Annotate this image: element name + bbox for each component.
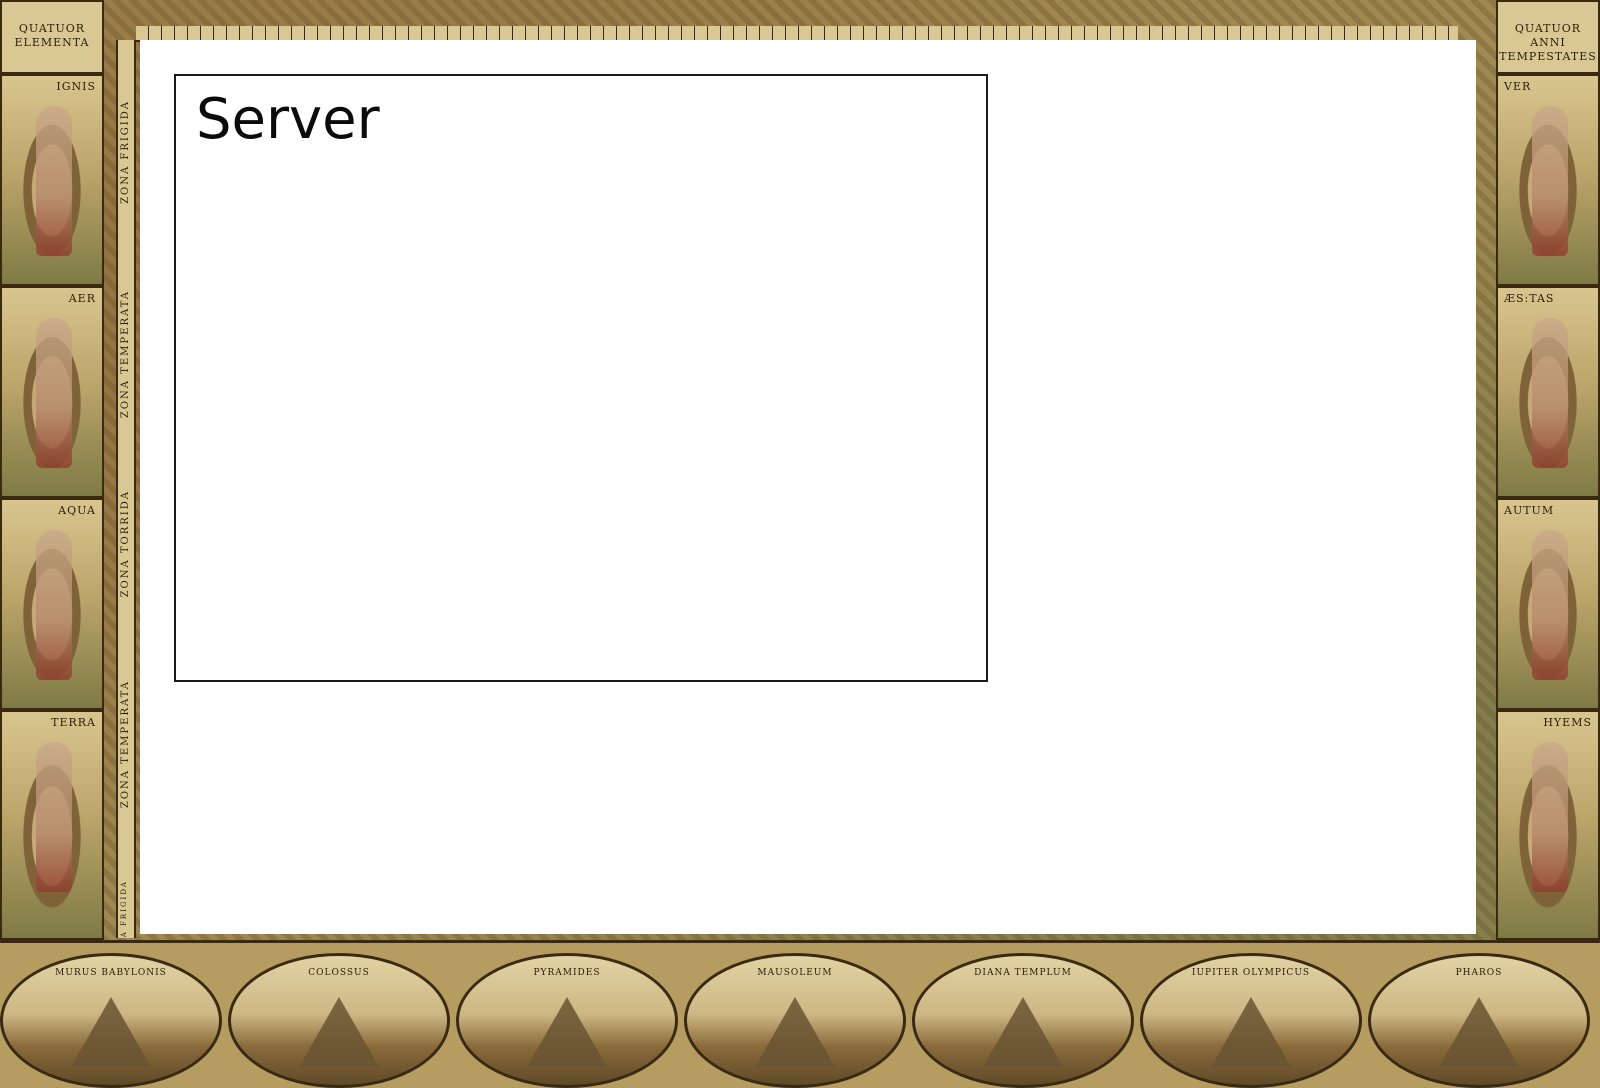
- medallion-pyramids: PYRAMIDES: [456, 953, 678, 1088]
- panel-aqua-label: AQUA: [58, 504, 96, 517]
- drawing-canvas[interactable]: Server: [140, 40, 1476, 934]
- babylon-shape: [71, 997, 151, 1067]
- panel-ignis: IGNIS: [0, 74, 104, 286]
- colossus-shape: [299, 997, 379, 1067]
- server-box[interactable]: Server: [174, 74, 988, 682]
- medallion-mausoleum-label: MAUSOLEUM: [757, 968, 833, 978]
- elements-caption: QUATUOR ELEMENTA: [0, 0, 104, 74]
- lighthouse-shape: [1439, 997, 1519, 1067]
- medallion-jupiter: IUPITER OLYMPICUS: [1140, 953, 1362, 1088]
- medallion-colossus-label: COLOSSUS: [308, 968, 370, 978]
- medallion-babylon-label: MURUS BABYLONIS: [55, 968, 167, 978]
- panel-ignis-label: IGNIS: [56, 80, 96, 93]
- medallion-pharos: PHAROS: [1368, 953, 1590, 1088]
- zone-label-temperata-top: ZONA TEMPERATA: [120, 290, 131, 419]
- zone-label-frigida-top: ZONA FRIGIDA: [120, 100, 131, 204]
- panel-hyems: HYEMS: [1496, 710, 1600, 940]
- medallion-babylon: MURUS BABYLONIS: [0, 953, 222, 1088]
- medallion-colossus: COLOSSUS: [228, 953, 450, 1088]
- medallion-pyramids-label: PYRAMIDES: [533, 968, 601, 978]
- server-box-title: Server: [196, 87, 380, 152]
- zone-label-temperata-bottom: ZONA TEMPERATA: [120, 680, 131, 809]
- panel-aer-label: AER: [68, 292, 96, 305]
- panel-terra: TERRA: [0, 710, 104, 940]
- hyems-figure: [1532, 742, 1568, 892]
- panel-aestas: ÆS:TAS: [1496, 286, 1600, 498]
- left-element-panels: QUATUOR ELEMENTA IGNIS AER AQUA TERRA: [0, 0, 104, 950]
- aqua-figure: [36, 530, 72, 680]
- terra-figure: [36, 742, 72, 892]
- panel-ver-label: VER: [1504, 80, 1532, 93]
- seasons-caption-text: QUATUOR ANNI TEMPESTATES: [1499, 22, 1597, 63]
- right-season-panels: QUATUOR ANNI TEMPESTATES VER ÆS:TAS AUTU…: [1496, 0, 1600, 950]
- panel-ver: VER: [1496, 74, 1600, 286]
- panel-terra-label: TERRA: [51, 716, 96, 729]
- elements-caption-text: QUATUOR ELEMENTA: [14, 22, 90, 49]
- medallion-pharos-label: PHAROS: [1455, 968, 1503, 978]
- temple-shape: [983, 997, 1063, 1067]
- ignis-figure: [36, 106, 72, 256]
- seasons-caption: QUATUOR ANNI TEMPESTATES: [1496, 0, 1600, 74]
- pyramid-shape: [527, 997, 607, 1067]
- medallion-diana-label: DIANA TEMPLUM: [974, 968, 1072, 978]
- aestas-figure: [1532, 318, 1568, 468]
- medallion-mausoleum: MAUSOLEUM: [684, 953, 906, 1088]
- panel-aer: AER: [0, 286, 104, 498]
- aer-figure: [36, 318, 72, 468]
- panel-hyems-label: HYEMS: [1543, 716, 1592, 729]
- autumnus-figure: [1532, 530, 1568, 680]
- left-zone-ruler: ZONA FRIGIDA ZONA TEMPERATA ZONA TORRIDA…: [116, 40, 136, 960]
- zone-label-torrida: ZONA TORRIDA: [120, 490, 131, 598]
- panel-autumnus-label: AUTUM: [1504, 504, 1555, 517]
- medallion-diana-temple: DIANA TEMPLUM: [912, 953, 1134, 1088]
- medallion-jupiter-label: IUPITER OLYMPICUS: [1191, 968, 1311, 978]
- wonders-medallion-strip: MURUS BABYLONIS COLOSSUS PYRAMIDES MAUSO…: [0, 940, 1600, 1088]
- mausoleum-shape: [755, 997, 835, 1067]
- panel-aestas-label: ÆS:TAS: [1504, 292, 1555, 305]
- ver-figure: [1532, 106, 1568, 256]
- panel-autumnus: AUTUM: [1496, 498, 1600, 710]
- panel-aqua: AQUA: [0, 498, 104, 710]
- statue-shape: [1211, 997, 1291, 1067]
